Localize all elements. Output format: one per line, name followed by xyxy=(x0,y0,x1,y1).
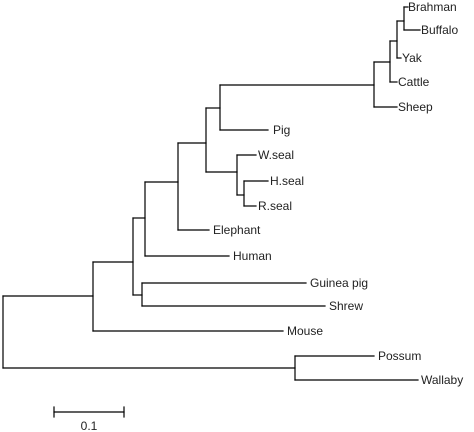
leaf-label-buffalo: Buffalo xyxy=(421,23,458,37)
leaf-label-pig: Pig xyxy=(273,123,290,137)
leaf-label-sheep: Sheep xyxy=(398,100,433,114)
leaf-label-guineapig: Guinea pig xyxy=(310,276,368,290)
scale-bar-label: 0.1 xyxy=(81,419,98,432)
leaf-label-cattle: Cattle xyxy=(398,75,430,89)
leaf-label-possum: Possum xyxy=(378,349,421,363)
leaf-label-elephant: Elephant xyxy=(213,223,261,237)
leaf-label-wallaby: Wallaby xyxy=(421,373,463,387)
leaf-label-shrew: Shrew xyxy=(329,299,363,313)
leaf-label-human: Human xyxy=(233,249,272,263)
leaf-label-wseal: W.seal xyxy=(258,148,294,162)
leaf-label-yak: Yak xyxy=(402,51,423,65)
scale-bar: 0.1 xyxy=(53,406,125,432)
leaf-label-rseal: R.seal xyxy=(258,199,292,213)
leaf-label-brahman: Brahman xyxy=(408,0,457,14)
leaf-label-hseal: H.seal xyxy=(270,174,304,188)
leaf-label-mouse: Mouse xyxy=(287,324,323,338)
